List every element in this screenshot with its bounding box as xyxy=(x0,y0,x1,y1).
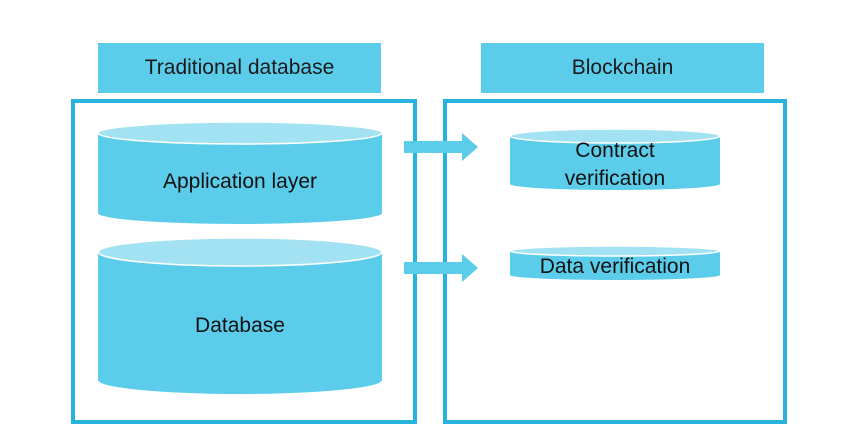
blockchain-container xyxy=(443,99,787,424)
data-verification-cylinder xyxy=(509,245,721,280)
traditional-database-header: Traditional database xyxy=(144,56,335,79)
contract-verification-line1: Contract xyxy=(575,139,655,162)
database-cylinder xyxy=(97,237,383,394)
blockchain-header-box xyxy=(481,43,764,93)
blockchain-header: Blockchain xyxy=(571,56,674,79)
application-layer-cylinder xyxy=(97,121,383,224)
contract-verification-line2: verification xyxy=(564,167,666,190)
contract-verification-label: Contract verification xyxy=(510,137,720,193)
traditional-header-box xyxy=(98,43,381,93)
arrow-right-icon xyxy=(404,254,478,282)
traditional-container xyxy=(71,99,417,424)
application-layer-label: Application layer xyxy=(162,170,318,194)
data-verification-label: Data verification xyxy=(539,255,691,279)
contract-verification-cylinder xyxy=(509,128,721,190)
database-label: Database xyxy=(195,314,285,338)
arrow-right-icon xyxy=(404,133,478,161)
